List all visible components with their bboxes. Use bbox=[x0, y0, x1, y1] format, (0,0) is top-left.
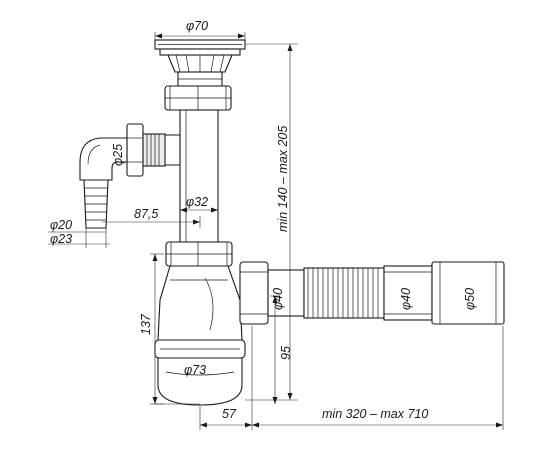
dim-nipple-outer: φ23 bbox=[50, 232, 72, 246]
dim-outlet-offset: 57 bbox=[222, 407, 237, 421]
dim-height-range: min 140 – max 205 bbox=[276, 126, 290, 232]
dim-outlet-diameter-3: φ50 bbox=[463, 288, 477, 310]
dim-hose-nipple-diameter: φ25 bbox=[111, 144, 125, 166]
dim-bottle-diameter: φ73 bbox=[184, 363, 206, 377]
dim-length-range: min 320 – max 710 bbox=[322, 407, 428, 421]
dim-bottle-height: 137 bbox=[139, 313, 153, 335]
vertical-tube bbox=[179, 109, 219, 243]
dim-nipple-inner: φ20 bbox=[50, 218, 72, 232]
dim-side-offset: 87,5 bbox=[134, 207, 158, 221]
dim-tube-diameter: φ32 bbox=[186, 195, 208, 209]
dim-outlet-diameter-2: φ40 bbox=[399, 288, 413, 310]
corrugation-ribs bbox=[307, 268, 379, 318]
top-union-nut bbox=[164, 85, 232, 111]
dim-outlet-height: 95 bbox=[279, 346, 293, 360]
dim-drain-diameter: φ70 bbox=[186, 19, 208, 33]
outlet-assembly bbox=[239, 261, 505, 325]
side-fitting bbox=[79, 123, 181, 229]
bottle-trap bbox=[154, 241, 246, 406]
drain-grate bbox=[154, 39, 246, 87]
dim-outlet-diameter-1: φ40 bbox=[271, 288, 285, 310]
